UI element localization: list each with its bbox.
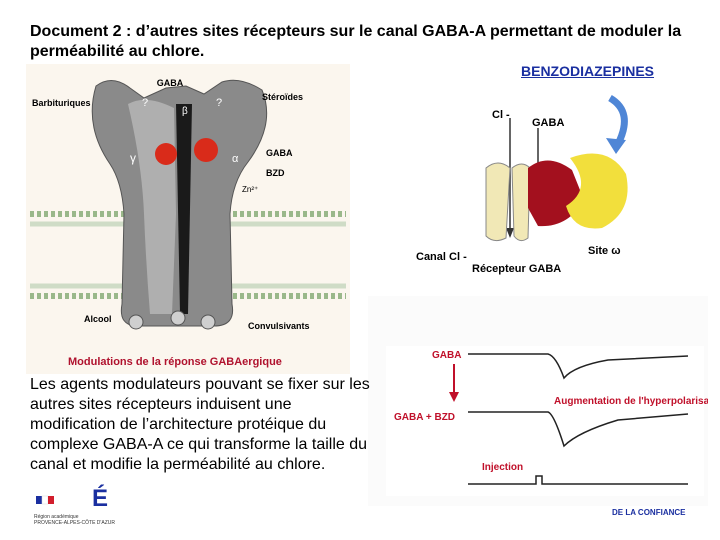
omega-site — [566, 153, 628, 229]
bzd-label: BZD — [266, 168, 285, 178]
gaba-trace — [468, 353, 689, 380]
receptor-diagram: GABA Barbituriques Stéroïdes GABA BZD Zn… — [30, 78, 346, 331]
logo-region: Région académique — [34, 514, 79, 520]
canal-cl-label: Canal Cl - — [416, 251, 467, 263]
binding-arrow-icon — [608, 94, 628, 146]
question-mark-right: ? — [216, 97, 222, 109]
convulsivants-label: Convulsivants — [248, 321, 310, 331]
zinc-label: Zn²⁺ — [242, 185, 258, 194]
footer-right-text: DE LA CONFIANCE — [612, 508, 686, 517]
augmentation-text: Augmentation de l'hyperpolarisation — [554, 396, 708, 407]
benzodiazepines-link[interactable]: BENZODIAZEPINES — [521, 63, 655, 79]
augmentation-label: Augmentation de l'hyperpolarisation — [554, 396, 708, 407]
bzd-site-left — [155, 143, 177, 165]
benzodiazepine-site-figure: Cl - GABA Canal Cl - Récepteur GABA Site… — [398, 88, 670, 288]
recepteur-gaba-label: Récepteur GABA — [472, 263, 561, 275]
fig1-gaba-top: GABA — [157, 78, 184, 88]
hyperpolarization-trace: GABA GABA + BZD Injection Augmentation d… — [386, 346, 720, 496]
bzd-site-right — [194, 138, 218, 162]
question-mark-left: ? — [142, 97, 148, 109]
injection-trace — [468, 475, 688, 485]
benzo-site-diagram: Cl - GABA Canal Cl - Récepteur GABA Site… — [416, 94, 628, 275]
fig3-gaba-label: GABA — [432, 350, 461, 361]
barbituriques-label: Barbituriques — [32, 98, 91, 108]
logo-region-name: PROVENCE-ALPES-CÔTE D'AZUR — [34, 519, 115, 526]
site-omega-label: Site ω — [588, 245, 621, 257]
gaba-right-label: GABA — [266, 148, 293, 158]
injection-label: Injection — [482, 462, 523, 473]
canal-subunit-right — [511, 163, 531, 242]
gaba-bzd-trace — [468, 411, 689, 448]
steroides-label: Stéroïdes — [262, 92, 303, 102]
document-title: Document 2 : d’autres sites récepteurs s… — [30, 23, 682, 60]
cl-top-label: Cl - — [492, 109, 510, 121]
explanation-paragraph: Les agents modulateurs pouvant se fixer … — [30, 376, 370, 473]
gaba-bzd-label: GABA + BZD — [394, 412, 455, 423]
academic-region-logo: É Région académique PROVENCE-ALPES-CÔTE … — [30, 484, 130, 528]
alcool-label: Alcool — [84, 314, 112, 324]
electrophysiology-figure: GABA GABA + BZD Injection Augmentation d… — [368, 296, 720, 506]
canal-subunit-left — [485, 162, 511, 242]
logo-letter: É — [92, 484, 108, 512]
beta-label: β — [182, 106, 188, 117]
ion-channel — [176, 104, 192, 314]
gamma-label: γ — [130, 151, 136, 165]
gaba-receptor-modulation-figure: GABA Barbituriques Stéroïdes GABA BZD Zn… — [26, 64, 350, 374]
alpha-label: α — [232, 153, 239, 165]
figure1-caption: Modulations de la réponse GABAergique — [68, 356, 282, 368]
fig2-gaba-label: GABA — [532, 117, 564, 129]
